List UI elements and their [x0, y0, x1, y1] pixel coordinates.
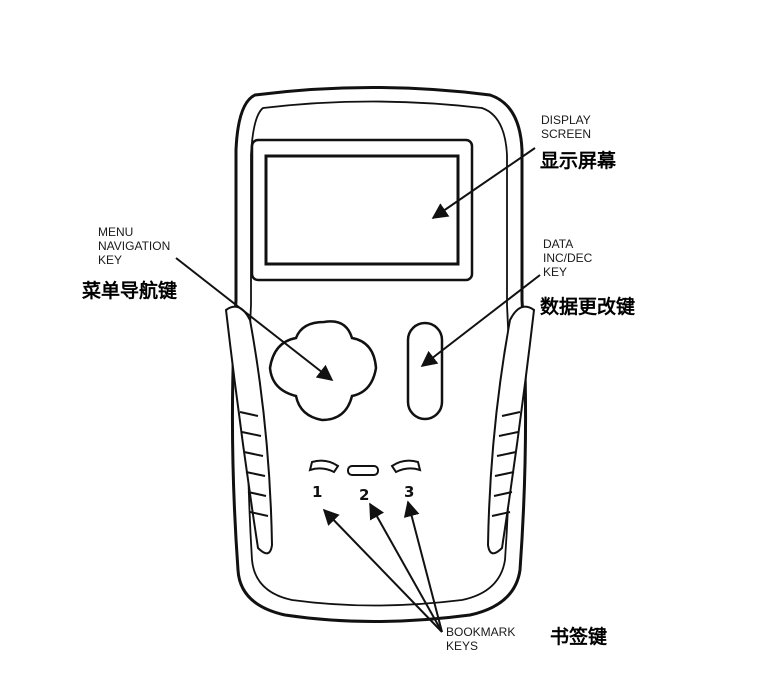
data-key-leader-arrow — [420, 274, 541, 367]
bookmark-leader-arrow-3 — [403, 500, 443, 633]
data-incdec-key[interactable] — [406, 321, 444, 421]
data-key-label-zh: 数据更改键 — [540, 296, 636, 318]
display-label-line1: DISPLAY — [541, 113, 591, 127]
bookmark-number-3: 3 — [404, 483, 414, 501]
right-grip — [486, 305, 536, 555]
left-grip-ridges — [239, 411, 269, 517]
display-leader-arrow — [431, 147, 536, 219]
menu-nav-label-line1: MENU — [98, 225, 134, 239]
right-grip-ridges — [491, 411, 521, 517]
bookmark-label-line2: KEYS — [446, 639, 479, 653]
data-key-label-line2: INC/DEC — [543, 251, 593, 265]
display-screen — [264, 154, 460, 266]
bookmark-key-1[interactable] — [308, 459, 340, 474]
bookmark-key-2[interactable] — [347, 465, 379, 476]
display-label-line2: SCREEN — [541, 127, 592, 141]
bookmark-leader-arrow-2 — [369, 502, 443, 633]
menu-nav-leader-arrow — [175, 257, 334, 381]
menu-nav-label-line2: NAVIGATION — [98, 239, 171, 253]
data-key-label-line3: KEY — [543, 265, 568, 279]
left-grip — [224, 305, 274, 555]
bookmark-label-zh: 书签键 — [550, 626, 608, 648]
menu-nav-label-zh: 菜单导航键 — [82, 280, 178, 302]
data-key-label-line1: DATA — [543, 237, 574, 251]
bookmark-leader-arrow-1 — [322, 508, 443, 633]
bookmark-key-3[interactable] — [390, 459, 422, 474]
menu-nav-label-line3: KEY — [98, 253, 123, 267]
display-label-zh: 显示屏幕 — [540, 150, 617, 172]
bookmark-number-1: 1 — [312, 483, 322, 501]
bookmark-number-2: 2 — [359, 486, 369, 504]
bookmark-label-line1: BOOKMARK — [446, 625, 516, 639]
